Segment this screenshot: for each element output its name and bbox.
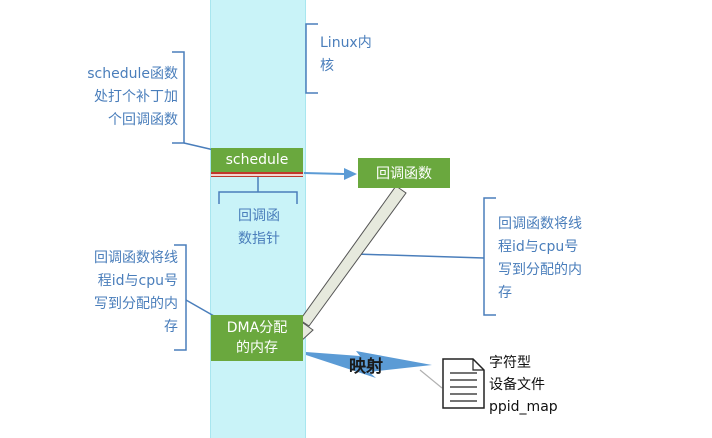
schedule-label: schedule — [225, 152, 289, 168]
write-callout-right-line3: 写到分配的内 — [498, 262, 582, 278]
device-file-line1: 字符型 — [489, 355, 531, 371]
dma-label-line1: DMA分配 — [226, 320, 288, 336]
callback-box[interactable]: 回调函数 — [358, 158, 450, 188]
kernel-label-bracket — [305, 23, 318, 94]
schedule-to-callback-arrow — [303, 168, 357, 180]
kernel-label-line1: Linux内 — [320, 35, 372, 51]
write-callout-right-line4: 存 — [498, 285, 512, 301]
device-file-label: 字符型 设备文件 ppid_map — [489, 352, 558, 418]
write-callout-left-line2: 程id与cpu号 — [97, 273, 178, 289]
device-file-line3: ppid_map — [489, 399, 558, 415]
mapping-leader-line — [419, 369, 443, 389]
write-callout-right: 回调函数将线 程id与cpu号 写到分配的内 存 — [498, 213, 582, 305]
patch-callout-line1: schedule函数 — [87, 66, 178, 82]
patch-callout-line2: 处打个补丁加 — [94, 89, 178, 105]
pointer-label-line2: 数指针 — [238, 231, 280, 247]
write-callout-left: 回调函数将线 程id与cpu号 写到分配的内 存 — [66, 247, 178, 339]
patch-callout-line3: 个回调函数 — [108, 112, 178, 128]
patch-callout: schedule函数 处打个补丁加 个回调函数 — [78, 63, 178, 132]
kernel-region — [210, 0, 306, 438]
document-icon — [442, 358, 485, 409]
write-callout-right-line2: 程id与cpu号 — [498, 239, 579, 255]
device-file-line2: 设备文件 — [489, 377, 545, 393]
pointer-label: 回调函 数指针 — [224, 205, 294, 251]
schedule-box[interactable]: schedule — [211, 148, 303, 172]
schedule-underline — [211, 172, 303, 177]
mapping-arrow — [306, 351, 432, 378]
pointer-label-line1: 回调函 — [238, 208, 280, 224]
dma-memory-box[interactable]: DMA分配 的内存 — [211, 315, 303, 361]
kernel-label: Linux内 核 — [320, 32, 372, 78]
write-callout-left-line3: 写到分配的内 — [94, 296, 178, 312]
dma-label-line2: 的内存 — [236, 340, 278, 356]
right-callout-bracket — [354, 197, 496, 316]
write-callout-right-line1: 回调函数将线 — [498, 216, 582, 232]
left-top-bracket — [172, 51, 215, 151]
write-callout-left-line1: 回调函数将线 — [94, 250, 178, 266]
mapping-label: 映射 — [349, 357, 383, 377]
kernel-label-line2: 核 — [320, 58, 334, 74]
callback-to-dma-arrow — [295, 185, 407, 343]
left-bottom-bracket — [174, 244, 215, 351]
write-callout-left-line4: 存 — [164, 319, 178, 335]
callback-label: 回调函数 — [376, 166, 432, 182]
pointer-bracket — [218, 175, 298, 204]
